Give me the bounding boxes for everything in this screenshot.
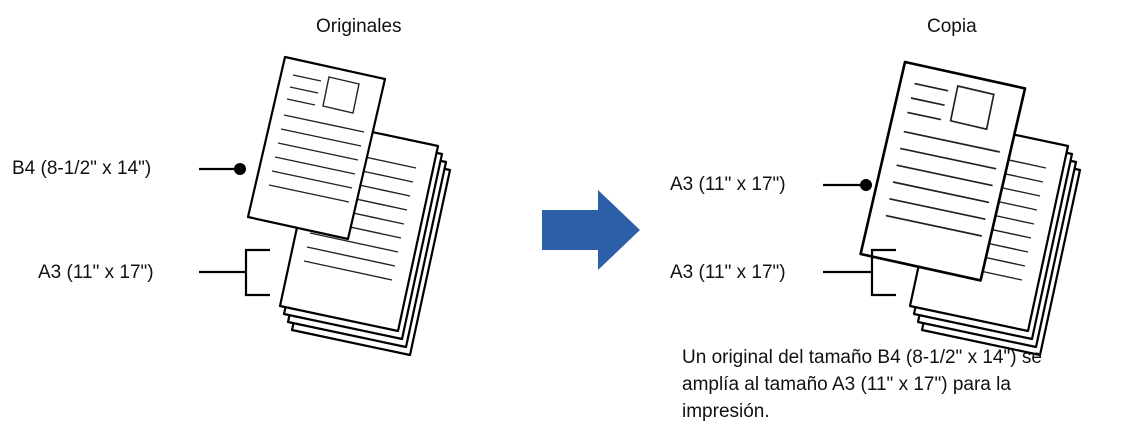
caption-line-3: impresión.: [682, 401, 770, 422]
caption-line-2: amplía al tamaño A3 (11" x 17") para la: [682, 374, 1011, 395]
a3-enlarged-label: A3 (11" x 17"): [670, 174, 786, 195]
a3-copies-label: A3 (11" x 17"): [670, 262, 786, 283]
left-leader-lines: [199, 163, 270, 297]
enlarge-arrow-icon: [542, 190, 640, 270]
originals-heading: Originales: [316, 16, 402, 37]
caption: Un original del tamaño B4 (8-1/2" x 14")…: [682, 344, 1112, 425]
caption-line-1: Un original del tamaño B4 (8-1/2" x 14")…: [682, 347, 1042, 368]
copy-heading: Copia: [927, 16, 977, 37]
right-leader-lines: [823, 179, 896, 297]
a3-originals-label: A3 (11" x 17"): [38, 262, 154, 283]
b4-original-label: B4 (8-1/2" x 14"): [12, 158, 152, 179]
